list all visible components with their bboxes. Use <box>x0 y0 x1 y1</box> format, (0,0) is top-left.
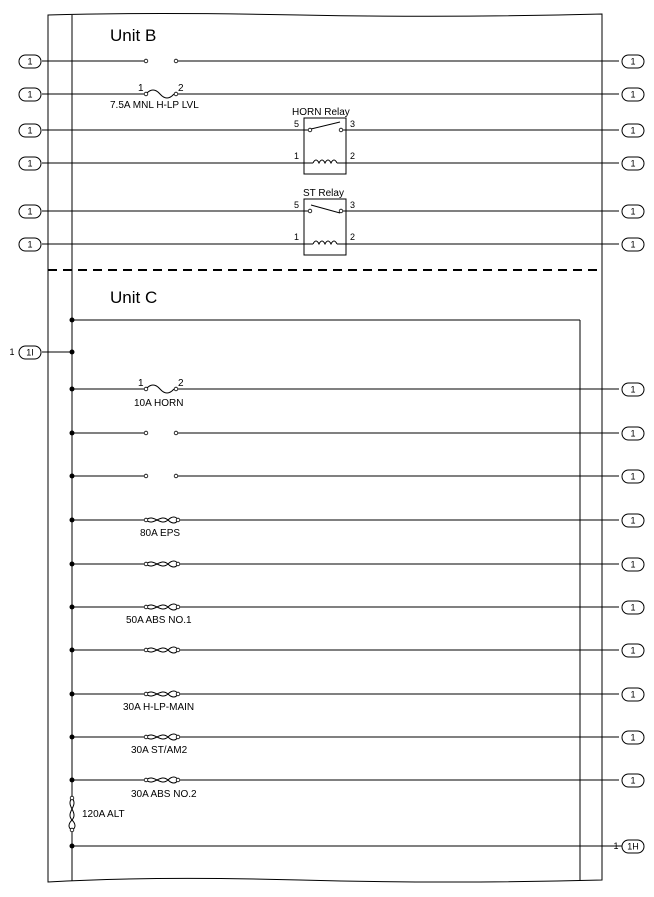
connector-right-16: 1 <box>621 773 645 788</box>
svg-text:1: 1 <box>630 57 635 67</box>
svg-text:1: 1 <box>630 690 635 700</box>
st-pin-2: 2 <box>350 232 355 242</box>
connector-right-2: 1 <box>621 87 645 102</box>
svg-text:1: 1 <box>630 472 635 482</box>
svg-text:1: 1 <box>630 733 635 743</box>
horn-relay: HORN Relay 5 3 1 2 <box>42 107 619 175</box>
connector-output-1h: 1 1H <box>613 839 645 854</box>
horn-fuse-pin-left: 1 <box>138 378 144 389</box>
connector-right-1: 1 <box>621 54 645 69</box>
fusible-link-5-label: 30A H-LP-MAIN <box>123 702 194 713</box>
connector-right-11: 1 <box>621 557 645 572</box>
horn-relay-title: HORN Relay <box>292 107 350 118</box>
connector-left-1: 1 <box>18 54 42 69</box>
connector-input-1i: 1 1I <box>9 345 42 360</box>
st-relay: ST Relay 5 3 1 2 <box>42 188 619 256</box>
svg-text:1: 1 <box>630 603 635 613</box>
svg-text:1: 1 <box>630 240 635 250</box>
svg-text:1: 1 <box>613 841 618 851</box>
connector-right-6: 1 <box>621 237 645 252</box>
svg-text:1: 1 <box>630 385 635 395</box>
connector-right-9: 1 <box>621 469 645 484</box>
fusible-link-6: 30A ST/AM2 <box>69 733 619 756</box>
fusible-link-1: 80A EPS <box>69 516 619 539</box>
connector-left-2: 1 <box>18 87 42 102</box>
st-relay-title: ST Relay <box>303 188 344 199</box>
svg-text:1H: 1H <box>627 842 639 852</box>
connector-right-15: 1 <box>621 730 645 745</box>
unit-c-title: Unit C <box>110 288 157 307</box>
connector-left-4: 1 <box>18 156 42 171</box>
svg-text:1: 1 <box>27 159 32 169</box>
connector-left-3: 1 <box>18 123 42 138</box>
unit-b-row-1 <box>42 58 619 64</box>
connector-left-5: 1 <box>18 204 42 219</box>
horn-pin-1: 1 <box>294 151 299 161</box>
svg-text:1: 1 <box>27 90 32 100</box>
connector-right-3: 1 <box>621 123 645 138</box>
fusible-link-5: 30A H-LP-MAIN <box>69 690 619 713</box>
fusible-link-2 <box>69 560 619 568</box>
connector-right-7: 1 <box>621 382 645 397</box>
horn-fuse-label: 10A HORN <box>134 398 183 409</box>
connector-right-12: 1 <box>621 600 645 615</box>
horn-pin-5: 5 <box>294 119 299 129</box>
connector-right-8: 1 <box>621 426 645 441</box>
connector-left-6: 1 <box>18 237 42 252</box>
horn-pin-3: 3 <box>350 119 355 129</box>
fuse-pin-left: 1 <box>138 83 144 94</box>
st-pin-1: 1 <box>294 232 299 242</box>
fuse-label: 7.5A MNL H-LP LVL <box>110 100 199 111</box>
fusible-link-6-label: 30A ST/AM2 <box>131 745 188 756</box>
unit-c-open-contact-1 <box>69 430 619 436</box>
fusible-link-3-label: 50A ABS NO.1 <box>126 615 192 626</box>
alt-fusible-link: 120A ALT <box>66 795 125 833</box>
svg-text:1: 1 <box>27 57 32 67</box>
svg-text:1: 1 <box>27 126 32 136</box>
fuse-pin-right: 2 <box>178 83 184 94</box>
svg-text:1: 1 <box>630 516 635 526</box>
alt-link-label: 120A ALT <box>82 809 125 820</box>
svg-text:1: 1 <box>9 347 14 357</box>
svg-text:1: 1 <box>630 429 635 439</box>
unit-c-open-contact-2 <box>69 473 619 479</box>
unit-b-title: Unit B <box>110 26 156 45</box>
fusible-link-3: 50A ABS NO.1 <box>69 603 619 626</box>
horn-fuse-pin-right: 2 <box>178 378 184 389</box>
connector-right-5: 1 <box>621 204 645 219</box>
unit-b-fuse: 1 2 7.5A MNL H-LP LVL <box>42 83 619 111</box>
svg-text:1: 1 <box>27 207 32 217</box>
connector-right-13: 1 <box>621 643 645 658</box>
fusible-link-7: 30A ABS NO.2 <box>69 776 619 800</box>
fusible-link-7-label: 30A ABS NO.2 <box>131 789 197 800</box>
svg-text:1: 1 <box>630 90 635 100</box>
svg-text:1: 1 <box>630 159 635 169</box>
svg-text:1: 1 <box>630 207 635 217</box>
svg-text:1: 1 <box>630 560 635 570</box>
st-pin-5: 5 <box>294 200 299 210</box>
connector-right-4: 1 <box>621 156 645 171</box>
svg-text:1: 1 <box>27 240 32 250</box>
svg-text:1I: 1I <box>26 348 34 358</box>
sheet-outline <box>47 13 603 883</box>
svg-text:1: 1 <box>630 646 635 656</box>
svg-text:1: 1 <box>630 776 635 786</box>
fusible-link-4 <box>69 646 619 654</box>
fusible-link-1-label: 80A EPS <box>140 528 180 539</box>
st-pin-3: 3 <box>350 200 355 210</box>
connector-right-14: 1 <box>621 687 645 702</box>
svg-text:1: 1 <box>630 126 635 136</box>
connector-right-10: 1 <box>621 513 645 528</box>
horn-pin-2: 2 <box>350 151 355 161</box>
horn-fuse: 1 2 10A HORN <box>69 378 619 409</box>
